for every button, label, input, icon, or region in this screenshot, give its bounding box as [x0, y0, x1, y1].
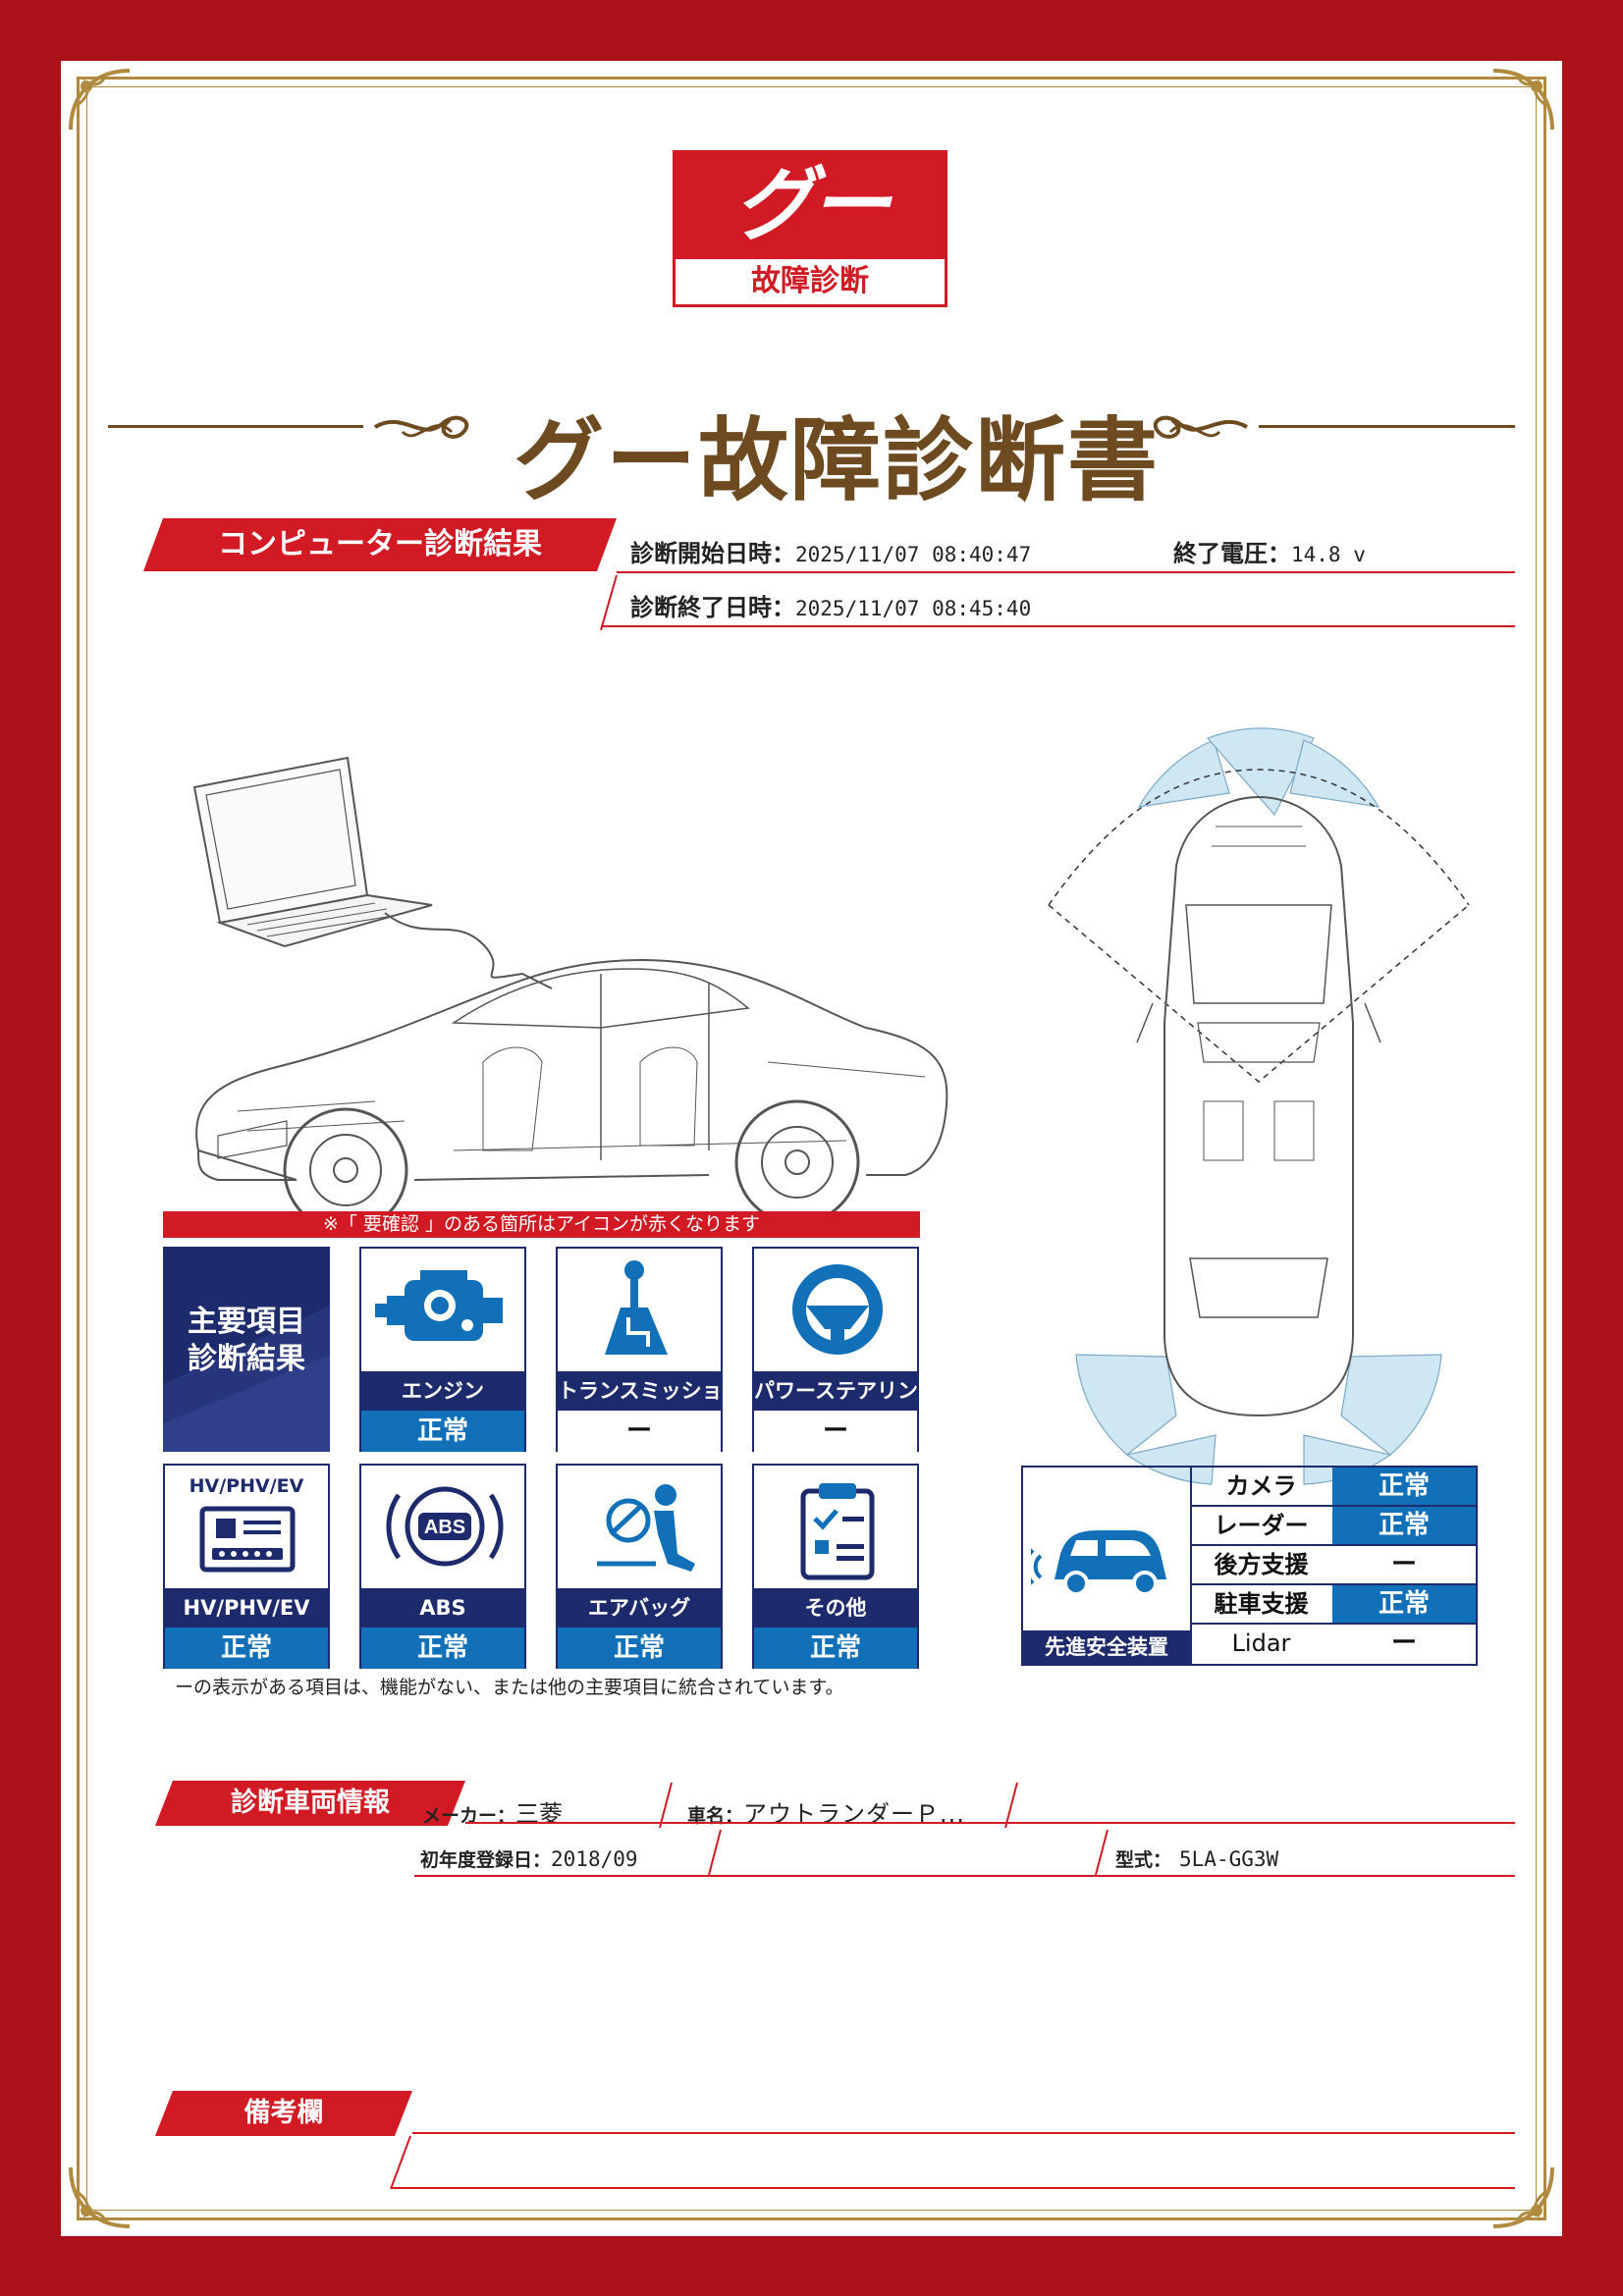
status-badge: ー [558, 1411, 721, 1452]
safety-row-parking-assist: 駐車支援 正常 [1190, 1585, 1476, 1625]
divider [465, 1822, 1515, 1824]
safety-item-name: レーダー [1190, 1507, 1334, 1544]
diagnosis-end: 診断終了日時：2025/11/07 08:45:40 [630, 594, 1032, 621]
status-badge: 正常 [1332, 1507, 1476, 1544]
remarks-heading: 備考欄 [155, 2091, 412, 2136]
slash-divider [1004, 1782, 1018, 1829]
main-items-panel: 主要項目 診断結果 [163, 1247, 330, 1452]
certificate-page: グー 故障診断 グー故障診断書 コンピューター診断結果 診断開始日時：2025/… [61, 61, 1562, 2236]
corner-ornament-icon [69, 69, 131, 131]
status-badge: 正常 [1332, 1468, 1476, 1505]
tile-label: HV/PHV/EV [165, 1588, 328, 1628]
tile-other: その他 正常 [752, 1464, 919, 1669]
safety-item-name: Lidar [1190, 1625, 1334, 1662]
status-badge: 正常 [754, 1628, 917, 1669]
tile-transmission: トランスミッション ー [556, 1247, 723, 1452]
corner-ornament-icon [1492, 2166, 1554, 2228]
car-side-view-illustration [192, 756, 948, 1233]
diagnosis-start: 診断開始日時：2025/11/07 08:40:47 [630, 540, 1032, 567]
tile-label: ABS [361, 1588, 524, 1628]
main-items-footnote: ーの表示がある項目は、機能がない、または他の主要項目に統合されています。 [175, 1677, 844, 1698]
slash-divider [600, 574, 618, 631]
status-badge: ー [1332, 1546, 1476, 1583]
status-badge: 正常 [558, 1628, 721, 1669]
corner-ornament-icon [69, 2166, 131, 2228]
car-top-view-illustration [1048, 727, 1470, 1485]
safety-item-name: 駐車支援 [1190, 1585, 1334, 1623]
safety-item-name: カメラ [1190, 1468, 1334, 1505]
goo-logo: グー 故障診断 [673, 150, 947, 307]
tile-label: トランスミッション [558, 1371, 721, 1411]
abs-icon-text: ABS [424, 1517, 465, 1538]
corner-ornament-icon [1492, 69, 1554, 131]
car-sensor-icon [1031, 1530, 1166, 1596]
title-rule-right [1259, 425, 1515, 428]
safety-row-camera: カメラ 正常 [1190, 1468, 1476, 1507]
logo-subtitle: 故障診断 [751, 264, 869, 298]
safety-item-name: 後方支援 [1190, 1546, 1334, 1583]
hybrid-battery-icon [199, 1506, 296, 1573]
safety-row-rear-assist: 後方支援 ー [1190, 1546, 1476, 1585]
safety-equipment-table: 先進安全装置 カメラ 正常 レーダー 正常 後方支援 ー 駐車支援 正常 Lid… [1021, 1466, 1478, 1666]
tile-engine: エンジン 正常 [359, 1247, 526, 1452]
safety-row-radar: レーダー 正常 [1190, 1507, 1476, 1546]
tile-label: エアバッグ [558, 1588, 721, 1628]
notice-bar: ※「 要確認 」のある箇所はアイコンが赤くなります [163, 1211, 920, 1238]
tile-label: パワーステアリング [754, 1371, 917, 1411]
divider [617, 571, 1515, 573]
steering-wheel-icon [792, 1264, 883, 1355]
status-badge: 正常 [361, 1411, 524, 1452]
safety-car-panel: 先進安全装置 [1023, 1468, 1192, 1664]
divider [601, 625, 1515, 627]
clipboard-icon [800, 1483, 875, 1580]
model-code-field: 型式：5LA-GG3W [1115, 1847, 1279, 1871]
title-rule-left [108, 425, 363, 428]
safety-rows: カメラ 正常 レーダー 正常 後方支援 ー 駐車支援 正常 Lidar ー [1190, 1468, 1476, 1664]
hybrid-icon-text: HV/PHV/EV [189, 1475, 304, 1497]
safety-row-lidar: Lidar ー [1190, 1625, 1476, 1662]
slash-divider [659, 1782, 673, 1829]
remarks-line [391, 2187, 1515, 2189]
tile-label: エンジン [361, 1371, 524, 1411]
logo-mark: グー [676, 153, 945, 259]
tile-hybrid: HV/PHV/EV HV/PHV/EV 正常 [163, 1464, 330, 1669]
tile-abs: ABS ABS 正常 [359, 1464, 526, 1669]
panel-title: 主要項目 診断結果 [188, 1305, 305, 1376]
abs-icon: ABS [386, 1486, 504, 1567]
status-badge: ー [754, 1411, 917, 1452]
end-voltage: 終了電圧：14.8 v [1173, 540, 1366, 567]
divider [414, 1875, 1515, 1877]
divider [412, 2132, 1515, 2134]
tile-power-steering: パワーステアリング ー [752, 1247, 919, 1452]
gold-frame-outer [77, 77, 1546, 2220]
slash-divider [390, 2135, 411, 2190]
engine-icon [375, 1270, 503, 1341]
panel-stripes [163, 1306, 330, 1452]
document-title: グー故障診断書 [513, 407, 1160, 513]
airbag-icon [597, 1484, 695, 1572]
maker-field: メーカー：三菱 [422, 1800, 564, 1828]
status-badge: 正常 [361, 1628, 524, 1669]
flourish-left-icon [373, 415, 469, 439]
slash-divider [1095, 1829, 1109, 1876]
tile-label: その他 [754, 1588, 917, 1628]
computer-diagnosis-heading: コンピューター診断結果 [143, 518, 617, 571]
safety-label: 先進安全装置 [1023, 1630, 1190, 1664]
status-badge: 正常 [165, 1628, 328, 1669]
slash-divider [708, 1829, 722, 1876]
vehicle-info-heading: 診断車両情報 [155, 1781, 465, 1826]
gear-shift-icon [605, 1260, 668, 1355]
car-name-field: 車名：アウトランダーＰ... [687, 1800, 965, 1828]
gold-frame-inner [86, 86, 1537, 2211]
tile-airbag: エアバッグ 正常 [556, 1464, 723, 1669]
first-registration-field: 初年度登録日：2018/09 [420, 1847, 638, 1871]
status-badge: ー [1332, 1625, 1476, 1662]
status-badge: 正常 [1332, 1585, 1476, 1623]
flourish-right-icon [1153, 415, 1249, 439]
